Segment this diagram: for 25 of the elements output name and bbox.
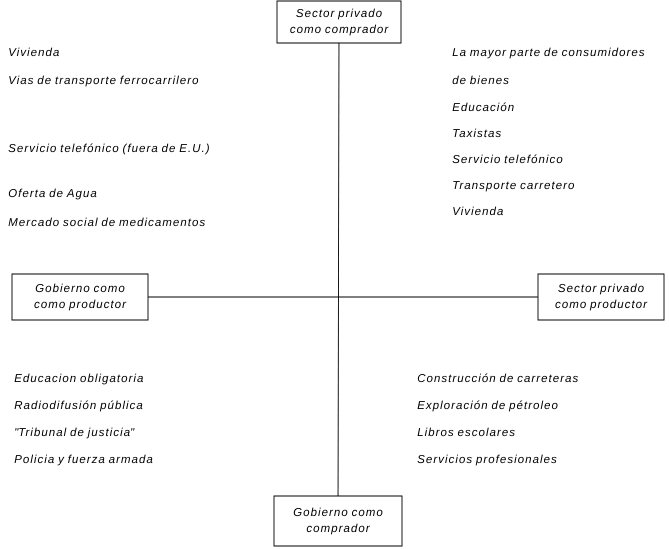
item-label: Vivienda (9, 48, 59, 56)
item-label: Libros escolares (418, 428, 515, 436)
item-label: Vivienda (453, 206, 503, 216)
item-label: Radiodifusión pública (14, 400, 142, 412)
item-label: "Tribunal de justicia" (15, 428, 135, 438)
category-box: Sector privado como productor (538, 274, 664, 320)
item-label: Policia y fuerza armada (14, 454, 152, 466)
category-box: Gobierno como como productor (12, 274, 148, 320)
axis-line (148, 296, 538, 298)
item-label: Educacion obligatoria (14, 374, 144, 384)
item-label: Vias de transporte ferrocarrilero (9, 76, 198, 86)
item-label: Taxistas (453, 128, 501, 138)
item-label: Oferta de Agua (8, 188, 96, 200)
item-label: Mercado social de medicamentos (8, 218, 205, 226)
item-label: Educación (452, 102, 514, 112)
item-label: Exploración de pétroleo (418, 400, 558, 412)
item-label: Transporte carretero (453, 181, 574, 192)
item-label: Servicio telefónico (fuera de E.U.) (8, 144, 209, 154)
category-box: Gobierno como comprador (274, 496, 402, 546)
axis-line (338, 43, 340, 496)
item-label: La mayor parte de consumidores de bienes (452, 48, 644, 84)
item-label: Construcción de carreteras (418, 374, 578, 382)
item-label: Servicio telefónico (452, 154, 562, 164)
category-box: Sector privado como comprador (276, 0, 402, 44)
item-label: Servicios profesionales (418, 454, 557, 466)
